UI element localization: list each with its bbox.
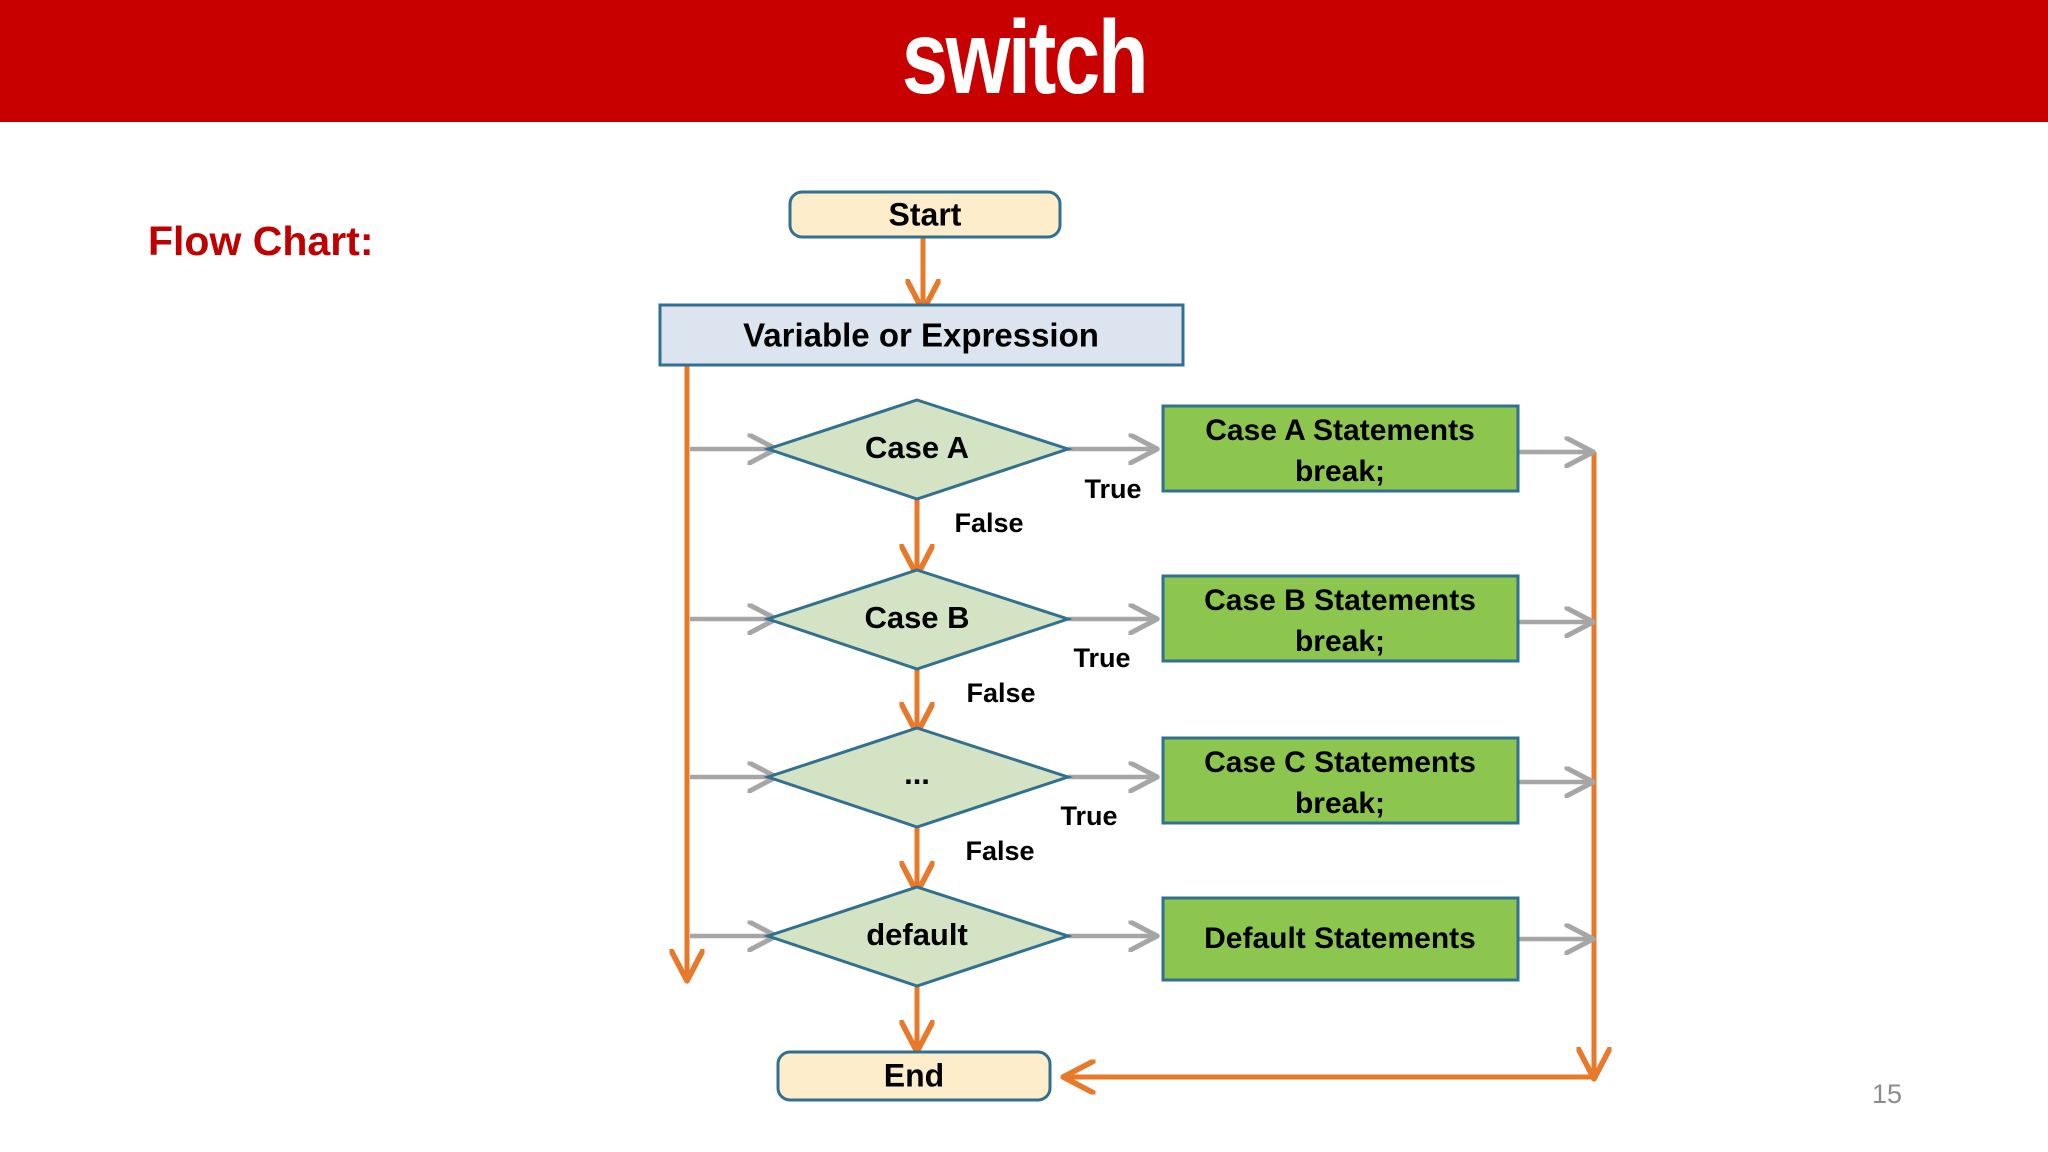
node-statement-case-c[interactable]: Case C Statements break; xyxy=(1161,736,1520,825)
node-stmt-c-line1: Case C Statements xyxy=(1204,746,1476,779)
node-statement-default[interactable]: Default Statements xyxy=(1161,896,1520,982)
node-default-label: default xyxy=(866,917,968,952)
edge-label-true-a: True xyxy=(1084,474,1141,504)
node-start[interactable]: Start xyxy=(788,190,1062,239)
node-case-c-label: ... xyxy=(904,756,930,791)
node-stmt-b-line1: Case B Statements xyxy=(1204,584,1476,617)
node-decision-default[interactable]: default xyxy=(763,885,1073,988)
node-decision-case-b[interactable]: Case B xyxy=(763,568,1073,671)
node-stmt-a-line2: break; xyxy=(1295,455,1385,488)
node-stmt-a-line1: Case A Statements xyxy=(1205,414,1475,447)
node-stmt-default-line1: Default Statements xyxy=(1204,922,1476,955)
section-heading: Flow Chart: xyxy=(148,218,374,264)
edge-label-true-c: True xyxy=(1060,801,1117,831)
node-end-label: End xyxy=(884,1057,944,1093)
node-case-b-label: Case B xyxy=(864,600,969,635)
node-end[interactable]: End xyxy=(776,1050,1052,1102)
page-number: 15 xyxy=(1872,1079,1903,1109)
edge-label-false-a: False xyxy=(954,508,1023,538)
node-case-a-label: Case A xyxy=(865,430,969,465)
node-decision-case-a[interactable]: Case A xyxy=(763,398,1073,501)
node-decision-case-c[interactable]: ... xyxy=(763,726,1073,829)
edge-statements-return-spine xyxy=(1069,452,1594,1077)
edge-label-false-b: False xyxy=(966,678,1035,708)
node-variable-or-expression[interactable]: Variable or Expression xyxy=(658,303,1185,367)
header-banner xyxy=(0,0,2048,122)
node-stmt-b-line2: break; xyxy=(1295,625,1385,658)
page-title: switch xyxy=(901,0,1149,116)
node-start-label: Start xyxy=(889,196,962,232)
edge-label-true-b: True xyxy=(1073,643,1130,673)
node-statement-case-a[interactable]: Case A Statements break; xyxy=(1161,404,1520,493)
edge-label-false-c: False xyxy=(965,836,1034,866)
node-statement-case-b[interactable]: Case B Statements break; xyxy=(1161,574,1520,663)
node-expression-label: Variable or Expression xyxy=(743,317,1099,354)
node-stmt-c-line2: break; xyxy=(1295,787,1385,820)
